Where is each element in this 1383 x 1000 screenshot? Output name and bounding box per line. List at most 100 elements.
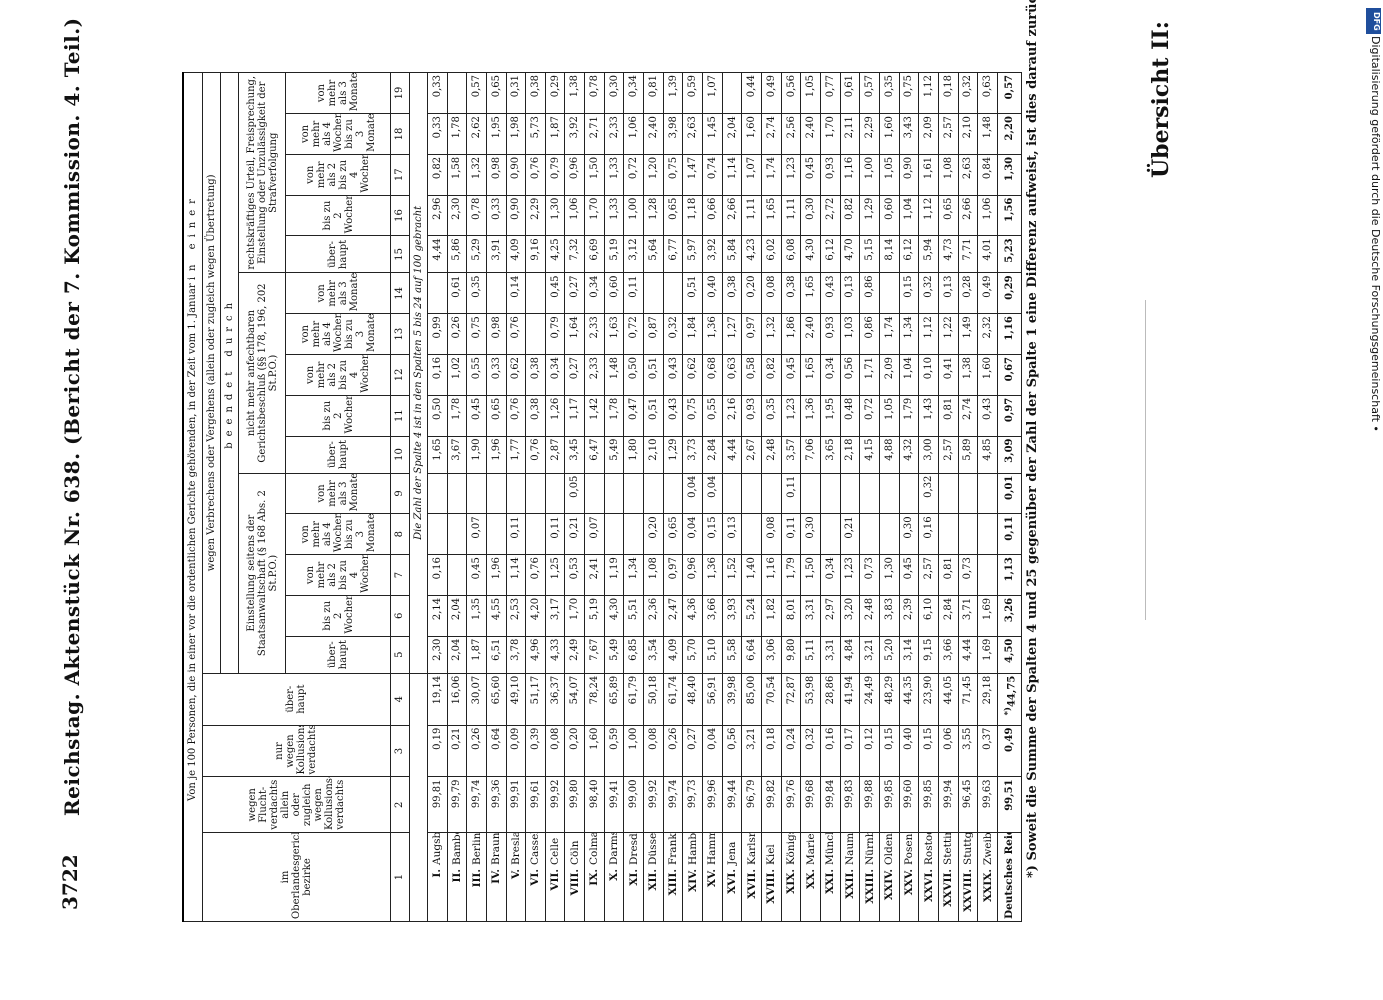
- table-cell: 3,09: [997, 436, 1022, 474]
- table-cell: 71,45: [958, 673, 978, 726]
- table-cell: 0,59: [604, 725, 624, 777]
- table-cell: 5,86: [447, 235, 467, 273]
- table-cell: 3,06: [761, 636, 782, 674]
- district-name: XXVII.Stettin: [938, 832, 959, 922]
- table-cell: 1,16: [840, 154, 860, 196]
- dur-2: von mehr als 2 bis zu 4 Wochen: [285, 354, 391, 396]
- table-cell: 3,92: [564, 113, 585, 155]
- district-label: Augsburg: [431, 832, 444, 865]
- district-name: XII.Düsseldorf: [643, 832, 664, 922]
- table-cell: [840, 473, 860, 514]
- district-name: XIV.Hamburg: [682, 832, 703, 922]
- table-cell: [447, 554, 467, 596]
- table-cell: 1,60: [977, 354, 998, 396]
- table-cell: 0,30: [800, 195, 821, 236]
- district-name: V.Breslau: [506, 832, 526, 922]
- table-cell: 0,56: [840, 354, 860, 396]
- table-cell: 0,24: [781, 725, 801, 777]
- table-cell: 1,06: [564, 195, 585, 236]
- table-cell: 4,44: [427, 235, 448, 273]
- district-numeral: XVIII.: [765, 869, 778, 904]
- table-cell: 2,10: [958, 113, 978, 155]
- table-cell: 9,80: [781, 636, 801, 674]
- district-label: Hamburg: [686, 832, 699, 865]
- table-cell: 0,18: [938, 72, 959, 114]
- table-cell: 2,74: [958, 395, 978, 437]
- table-cell: 0,51: [643, 354, 664, 396]
- table-cell: 0,21: [840, 513, 860, 555]
- table-cell: 2,41: [584, 554, 605, 596]
- table-cell: 99,82: [761, 776, 782, 833]
- table-cell: 0,34: [820, 354, 841, 396]
- table-cell: 51,17: [525, 673, 546, 726]
- table-cell: 99,00: [623, 776, 644, 833]
- table-cell: 0,21: [447, 725, 467, 777]
- table-cell: 0,13: [722, 513, 742, 555]
- table-cell: 1,35: [466, 595, 487, 637]
- table-cell: 1,86: [781, 313, 801, 355]
- table-cell: 0,67: [997, 354, 1022, 396]
- table-cell: 2,63: [682, 113, 703, 155]
- table-cell: 65,60: [486, 673, 506, 726]
- table-cell: 5,49: [604, 636, 624, 674]
- table-cell: [938, 513, 959, 555]
- table-cell: 0,58: [741, 354, 762, 396]
- district-numeral: V.: [509, 869, 522, 879]
- table-cell: 0,76: [525, 436, 546, 474]
- table-cell: 0,45: [466, 395, 487, 437]
- table-cell: 4,85: [977, 436, 998, 474]
- table-cell: 0,39: [525, 725, 546, 777]
- table-cell: [820, 473, 841, 514]
- table-cell: 3,21: [859, 636, 880, 674]
- district-label: Colmar: [588, 832, 601, 865]
- table-cell: 0,33: [486, 195, 506, 236]
- table-cell: 53,98: [800, 673, 821, 726]
- column-number: 8: [390, 513, 410, 555]
- table-cell: 0,49: [977, 272, 998, 314]
- table-cell: 3,43: [899, 113, 919, 155]
- page-number: 3722: [58, 854, 82, 910]
- table-cell: 2,20: [997, 113, 1022, 155]
- dur-3: von mehr als 4 Wochen bis zu 3 Monaten: [285, 513, 391, 555]
- table-cell: 0,31: [506, 72, 526, 114]
- table-cell: 0,62: [506, 354, 526, 396]
- table-cell: 1,42: [584, 395, 605, 437]
- table-cell: 0,66: [702, 195, 723, 236]
- table-cell: 0,32: [918, 473, 939, 514]
- table-cell: 1,19: [604, 554, 624, 596]
- district-label: Oldenburg: [883, 832, 896, 865]
- table-cell: 7,67: [584, 636, 605, 674]
- table-cell: 6,85: [623, 636, 644, 674]
- table-cell: 0,75: [682, 395, 703, 437]
- table-cell: 1,11: [781, 195, 801, 236]
- table-cell: 5,19: [584, 595, 605, 637]
- table-cell: 2,40: [643, 113, 664, 155]
- table-cell: 6,02: [761, 235, 782, 273]
- table-cell: 1,29: [859, 195, 880, 236]
- table-cell: 99,73: [682, 776, 703, 833]
- table-cell: 0,08: [761, 272, 782, 314]
- table-cell: 2,48: [761, 436, 782, 474]
- column-number: 11: [390, 395, 410, 437]
- district-numeral: XXV.: [902, 869, 915, 896]
- table-cell: 0,75: [466, 313, 487, 355]
- table-cell: 99,36: [486, 776, 506, 833]
- district-name: XVII.Karlsruhe: [741, 832, 762, 922]
- table-cell: 6,64: [741, 636, 762, 674]
- table-cell: 0,90: [506, 195, 526, 236]
- table-cell: 0,60: [879, 195, 900, 236]
- table-cell: [977, 554, 998, 596]
- table-cell: 99,76: [781, 776, 801, 833]
- table-cell: 0,15: [702, 513, 723, 555]
- table-cell: 2,33: [584, 354, 605, 396]
- table-cell: 0,34: [623, 72, 644, 114]
- district-numeral: IX.: [588, 869, 601, 886]
- table-cell: 0,76: [525, 554, 546, 596]
- district-label: Jena: [726, 841, 739, 865]
- district-label: Marienwerder: [805, 833, 817, 865]
- district-numeral: XXI.: [824, 869, 837, 894]
